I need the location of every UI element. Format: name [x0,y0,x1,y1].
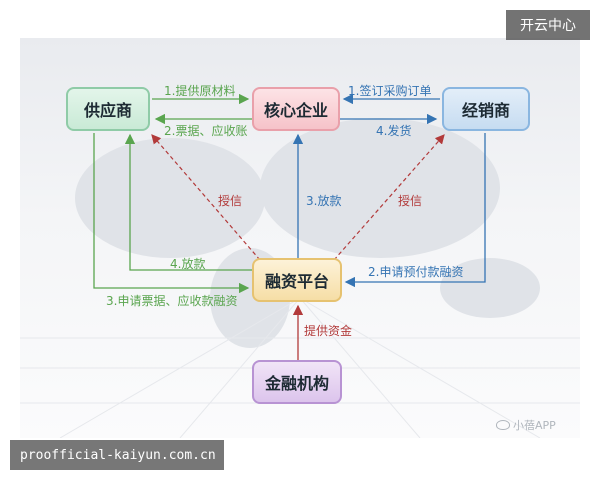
arrow-loan-supplier [124,133,252,271]
label-credit-right: 授信 [398,194,423,208]
node-dealer: 经销商 [442,87,530,131]
label-raw-material: 1.提供原材料 [164,84,236,98]
watermark-text: 小蓓APP [513,419,556,432]
world-map-backdrop [75,118,540,348]
arrow-apply-prepay [344,133,486,288]
label-apply-prepay: 2.申请预付款融资 [368,265,464,279]
label-deliver: 4.发货 [376,124,412,138]
domain-link[interactable]: proofficial-kaiyun.com.cn [10,440,224,470]
node-core-enterprise: 核心企业 [252,87,340,131]
label-sign-order: 1.签订采购订单 [348,84,432,98]
arrow-apply-bills [93,133,250,294]
connector-layer [20,93,580,438]
node-financial-institution: 金融机构 [252,360,342,404]
node-supplier: 供应商 [66,87,150,131]
brand-badge: 开云中心 [506,10,590,40]
floor-grid [20,297,580,438]
label-apply-bills: 3.申请票据、应收款融资 [106,294,238,308]
weibo-icon [496,420,510,430]
node-financing-platform: 融资平台 [252,258,342,302]
label-loan-core: 3.放款 [306,194,342,208]
label-provide-funds: 提供资金 [304,324,353,338]
label-loan-supplier: 4.放款 [170,257,206,271]
diagram-canvas: 供应商 核心企业 经销商 融资平台 金融机构 1.提供原材料 2.票据、应收账 … [20,38,580,438]
watermark: 小蓓APP [496,417,556,433]
label-credit-left: 授信 [218,194,243,208]
label-bills-receivables: 2.票据、应收账 [164,124,248,138]
